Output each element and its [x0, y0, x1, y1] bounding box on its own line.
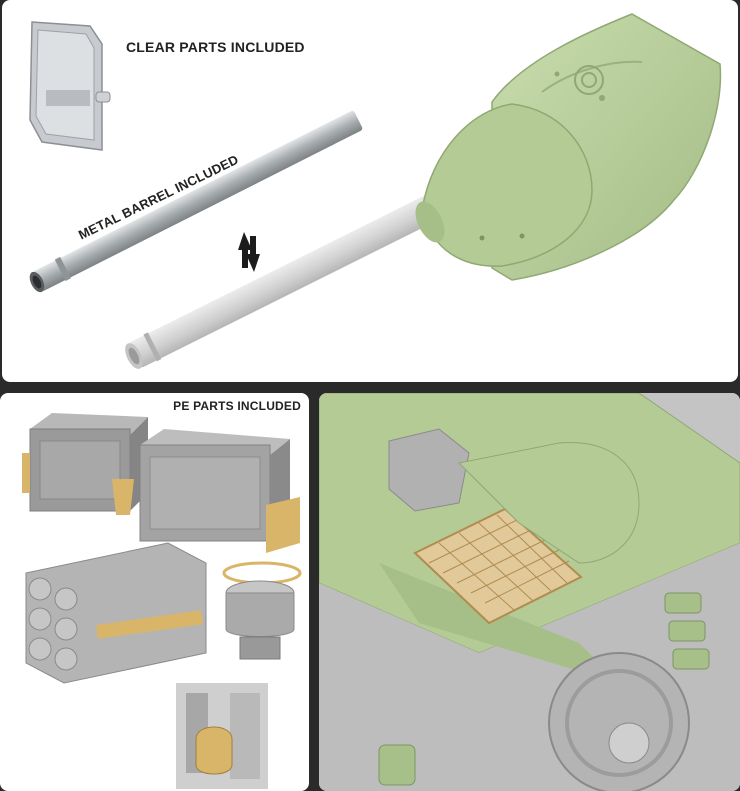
pe-illustration	[22, 413, 302, 789]
pe-parts-panel: PE PARTS INCLUDED	[0, 393, 309, 791]
pe-detail-inset	[176, 683, 268, 789]
circular-hatch	[548, 652, 690, 791]
metal-barrel	[29, 110, 363, 293]
ammo-box-right	[139, 429, 300, 553]
clear-parts-caption: CLEAR PARTS INCLUDED	[126, 39, 305, 55]
mesh-grate	[413, 507, 583, 625]
round-fitting	[222, 561, 302, 660]
shell-rack	[25, 542, 207, 684]
pe-parts-caption: PE PARTS INCLUDED	[173, 399, 301, 413]
top-illustration	[29, 13, 722, 369]
ammo-box-left	[22, 413, 148, 515]
gun-mantlet	[415, 13, 722, 281]
top-product-panel: CLEAR PARTS INCLUDED METAL BARREL INCLUD…	[2, 0, 738, 382]
exhaust-housing	[388, 428, 640, 564]
hull-render-panel	[319, 393, 740, 791]
hull-render-illustration	[319, 393, 740, 791]
plastic-barrel	[125, 193, 444, 369]
swap-arrows-icon	[238, 232, 260, 272]
small-valve	[378, 744, 416, 786]
spare-track-links	[664, 592, 710, 670]
clear-part-periscope	[29, 21, 111, 151]
